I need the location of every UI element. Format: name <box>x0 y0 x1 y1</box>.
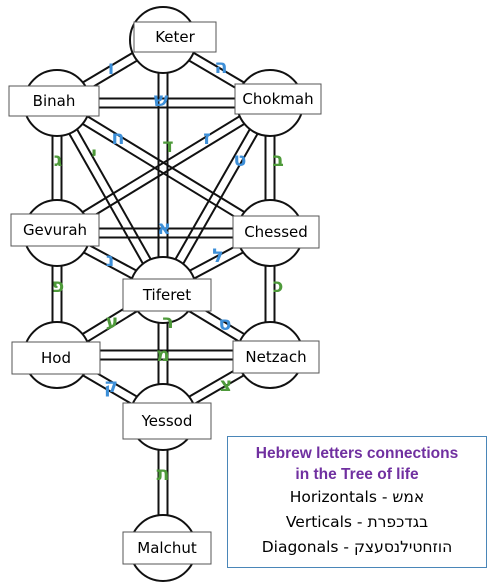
netzach-label-box <box>232 340 320 374</box>
path-chokmah-tiferet <box>158 100 275 293</box>
keter-node: Keter <box>133 21 217 53</box>
legend-title-line1: Hebrew letters connections <box>255 445 459 462</box>
netzach-label: Netzach <box>245 348 306 366</box>
letter-zayin: ז <box>203 127 211 149</box>
yessod-label: Yessod <box>141 412 193 430</box>
letter-yud: י <box>91 143 97 165</box>
binah-label: Binah <box>33 92 76 110</box>
letter-alef: א <box>157 217 171 239</box>
letter-tet: ט <box>234 149 247 171</box>
chokmah-label-box <box>234 83 322 115</box>
gevurah-node: Gevurah <box>10 213 100 247</box>
letter-ayin: ע <box>106 311 119 333</box>
keter-label: Keter <box>155 28 195 46</box>
yessod-node: Yessod <box>122 402 212 440</box>
tiferet-node: Tiferet <box>122 278 212 312</box>
chessed-label-box <box>232 215 320 249</box>
letter-kuf: ק <box>104 375 118 397</box>
legend-box: Hebrew letters connections in the Tree o… <box>227 436 487 568</box>
legend-verticals: Verticals - בגדכפרת <box>285 513 429 531</box>
malchut-label-box <box>122 531 212 565</box>
legend-horizontals: Horizontals - אמש <box>289 488 425 506</box>
gevurah-label: Gevurah <box>23 221 87 239</box>
letter-chet: ח <box>111 127 124 149</box>
tiferet-label: Tiferet <box>142 286 191 304</box>
letter-he: ה <box>214 56 227 78</box>
legend-title-line2: in the Tree of life <box>295 466 419 483</box>
chokmah-label: Chokmah <box>242 90 313 108</box>
yessod-label-box <box>122 402 212 440</box>
letter-shin: ש <box>154 89 169 111</box>
legend-diagonals: Diagonals - הוזחטילנסעצק <box>261 538 453 556</box>
letter-vav: ו <box>108 57 115 79</box>
keter-label-box <box>133 21 217 53</box>
letter-bet: ב <box>272 149 284 171</box>
letter-tav: ת <box>157 463 170 485</box>
hod-label: Hod <box>41 349 71 367</box>
malchut-label: Malchut <box>137 539 197 557</box>
letter-kaf: כ <box>273 275 284 297</box>
hod-label-box <box>11 341 101 375</box>
letter-resh: ר <box>162 311 173 333</box>
tiferet-label-box <box>122 278 212 312</box>
letter-gimel: ג <box>54 149 63 171</box>
binah-node: Binah <box>8 85 100 117</box>
letter-nun: נ <box>106 249 115 271</box>
path-binah-chessed <box>54 98 273 238</box>
hod-node: Hod <box>11 341 101 375</box>
chessed-node: Chessed <box>232 215 320 249</box>
malchut-node: Malchut <box>122 531 212 565</box>
hebrew-letter-labels: ו ה ש ד ח ז ג י ט ב א נ ל פ כ ע ר ס מ ק צ ת <box>52 56 284 485</box>
chessed-label: Chessed <box>244 223 308 241</box>
letter-lamed: ל <box>212 245 224 267</box>
netzach-node: Netzach <box>232 340 320 374</box>
letter-samech: ס <box>219 313 232 335</box>
letter-daled: ד <box>162 135 173 157</box>
letter-tsadi: צ <box>220 374 232 396</box>
binah-label-box <box>8 85 100 117</box>
letter-pe: פ <box>52 275 65 297</box>
letter-mem: מ <box>156 344 170 366</box>
chokmah-node: Chokmah <box>234 83 322 115</box>
gevurah-label-box <box>10 213 100 247</box>
